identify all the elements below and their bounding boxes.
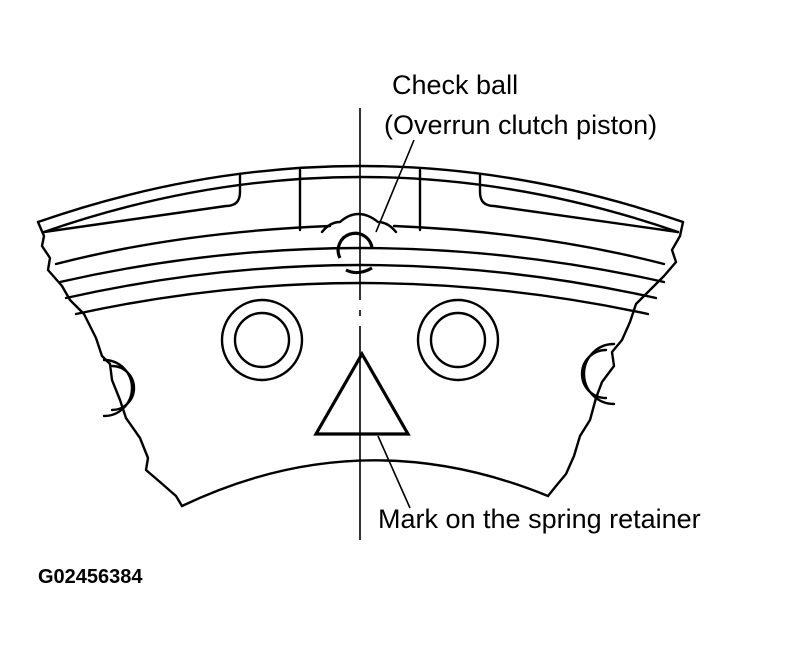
check-ball-leader xyxy=(375,139,415,233)
right-port xyxy=(416,298,500,382)
upper-band-left xyxy=(54,224,332,266)
overrun-clutch-piston-label: (Overrun clutch piston) xyxy=(384,110,658,140)
mark-label: Mark on the spring retainer xyxy=(378,504,701,534)
right-slot xyxy=(478,172,680,234)
bottom-arc xyxy=(180,459,550,508)
third-band xyxy=(64,263,658,300)
figure-code: G02456384 xyxy=(38,566,143,588)
mark-leader xyxy=(377,435,411,509)
fourth-band xyxy=(74,281,650,316)
left-broken-edge xyxy=(36,220,184,508)
outer-rim-arc-inner xyxy=(42,175,680,234)
left-port xyxy=(220,298,304,382)
check-ball-boss xyxy=(320,212,398,234)
right-broken-edge xyxy=(546,220,685,498)
right-edge-notch xyxy=(580,342,616,406)
left-edge-notch xyxy=(102,358,136,418)
left-slot xyxy=(42,172,242,234)
check-ball xyxy=(336,231,374,259)
check-ball-lower xyxy=(345,266,373,275)
upper-band-right xyxy=(392,224,666,266)
second-band xyxy=(58,246,666,284)
check-ball-label: Check ball xyxy=(392,70,519,100)
triangle-mark xyxy=(313,350,411,436)
